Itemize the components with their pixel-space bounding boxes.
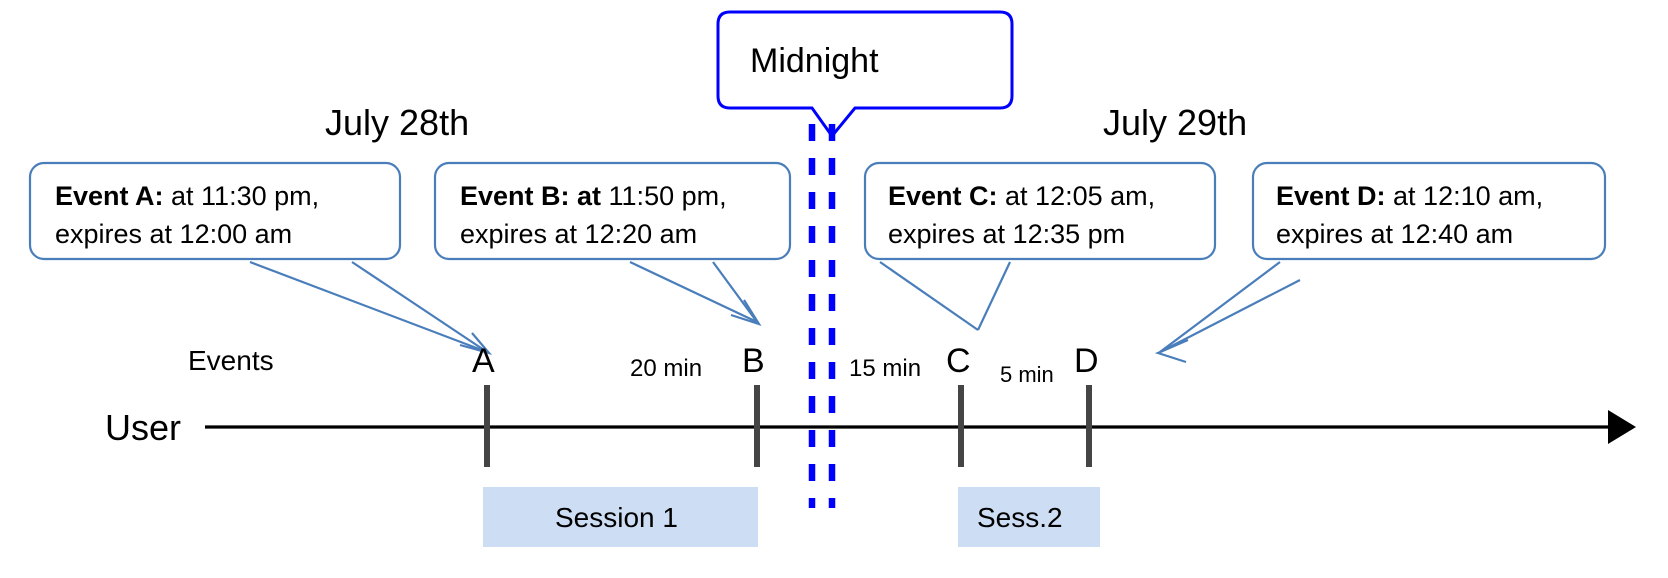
marker-label-a: A [472, 342, 495, 380]
axis-row-label-user: User [105, 407, 181, 448]
callout-event-d-box [1251, 161, 1607, 261]
timeline-arrowhead-icon [1608, 410, 1636, 444]
callout-event-c: Event C: at 12:05 am, expires at 12:35 p… [863, 161, 1217, 261]
callout-event-c-line1: Event C: at 12:05 am, [888, 181, 1155, 211]
callout-event-a-bold: Event A: [55, 181, 164, 211]
callout-event-d-line1: Event D: at 12:10 am, [1276, 181, 1543, 211]
date-label-july-29: July 29th [1103, 102, 1247, 143]
marker-label-d: D [1074, 342, 1099, 380]
session-2-band [958, 487, 1100, 547]
callout-event-d-rest: at 12:10 am, [1386, 181, 1544, 211]
callout-event-a-box [28, 161, 402, 261]
pointer-line-event-d-bottom [1159, 279, 1301, 353]
callout-event-a: Event A: at 11:30 pm, expires at 12:00 a… [28, 161, 402, 261]
callout-event-c-rest: at 12:05 am, [998, 181, 1156, 211]
session-bands: Session 1 Sess.2 [483, 487, 1100, 547]
callout-event-a-line2: expires at 12:00 am [55, 219, 292, 249]
pointer-line-event-a-left [249, 260, 488, 354]
session-1-band [483, 487, 758, 547]
callout-event-b: Event B: at 11:50 pm, expires at 12:20 a… [433, 161, 792, 261]
midnight-divider [808, 124, 836, 508]
callout-event-c-line2: expires at 12:35 pm [888, 219, 1125, 249]
pointer-arrow-event-b [730, 299, 762, 326]
pointer-arrow-event-a [459, 332, 493, 356]
callout-event-d-bold: Event D: [1276, 181, 1386, 211]
timeline-axis [205, 410, 1636, 444]
midnight-label: Midnight [750, 42, 879, 80]
callout-event-b-rest: 11:50 pm, [601, 181, 727, 211]
gap-label-ab: 20 min [630, 355, 702, 382]
axis-events-label: Events [188, 345, 274, 376]
pointer-arrow-event-d [1154, 338, 1189, 364]
callout-event-b-box [433, 161, 792, 261]
callout-event-a-rest: at 11:30 pm, [164, 181, 320, 211]
callout-event-a-line1: Event A: at 11:30 pm, [55, 181, 319, 211]
callout-event-b-line1: Event B: at 11:50 pm, [460, 181, 727, 211]
callout-event-b-line2: expires at 12:20 am [460, 219, 697, 249]
gap-label-bc: 15 min [849, 355, 921, 382]
callout-event-c-bold: Event C: [888, 181, 998, 211]
pointer-line-event-b-left [629, 261, 758, 323]
pointer-line-event-c-right [977, 261, 1011, 331]
marker-label-b: B [742, 342, 765, 380]
event-markers: A B C D [472, 342, 1099, 467]
callout-event-d: Event D: at 12:10 am, expires at 12:40 a… [1251, 161, 1607, 261]
pointer-line-event-a-right [351, 261, 488, 353]
session-2-label: Sess.2 [977, 502, 1063, 533]
callout-event-d-line2: expires at 12:40 am [1276, 219, 1513, 249]
midnight-bubble-shape [716, 10, 1014, 139]
gap-label-cd: 5 min [1000, 362, 1054, 387]
callout-event-c-box [863, 161, 1217, 261]
pointer-line-event-b-right [712, 261, 758, 323]
session-1-label: Session 1 [555, 502, 678, 533]
marker-label-c: C [946, 342, 971, 380]
callout-event-b-bold: Event B: at [460, 181, 601, 211]
pointer-line-event-d-top [1159, 261, 1281, 353]
pointer-line-event-c-left [879, 261, 979, 331]
date-label-july-28: July 28th [325, 102, 469, 143]
midnight-callout: Midnight [716, 10, 1014, 139]
